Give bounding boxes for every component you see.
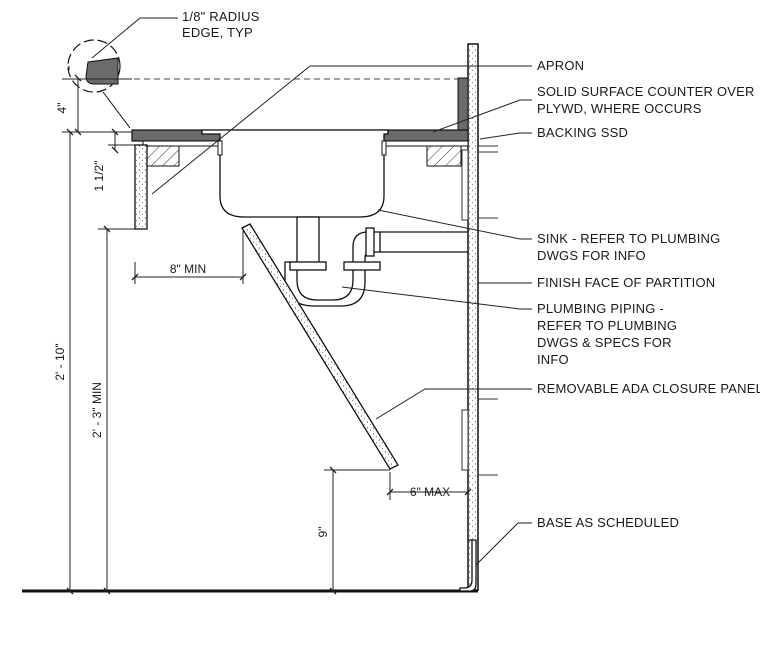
- backing-note: BACKING SSD: [537, 125, 628, 140]
- plumbing-piping: [284, 216, 468, 307]
- dim-overall-height: 2' - 10": [53, 343, 67, 380]
- dimension-lines: [62, 74, 472, 595]
- radius-note-line1: 1/8" RADIUS: [182, 9, 260, 24]
- base-cove: [459, 539, 477, 592]
- closure-note: REMOVABLE ADA CLOSURE PANEL: [537, 381, 760, 396]
- radius-note-line2: EDGE, TYP: [182, 25, 253, 40]
- sink-note-line2: DWGS FOR INFO: [537, 248, 646, 263]
- base-note: BASE AS SCHEDULED: [537, 515, 679, 530]
- apron-note: APRON: [537, 58, 584, 73]
- leader-lines: [91, 17, 532, 566]
- counter-blocking-front: [146, 145, 180, 167]
- partition-wall: [467, 43, 479, 591]
- dim-six-max: 6" MAX: [410, 485, 450, 499]
- dim-four-inch: 4": [55, 103, 69, 114]
- piping-note-line2: REFER TO PLUMBING: [537, 318, 677, 333]
- radius-detail-bubble: [67, 39, 121, 93]
- backing-blocking: [461, 145, 498, 476]
- counter-note-line2: PLYWD, WHERE OCCURS: [537, 101, 702, 116]
- piping-note-line1: PLUMBING PIPING -: [537, 301, 664, 316]
- sink-note-line1: SINK - REFER TO PLUMBING: [537, 231, 720, 246]
- finish-face-note: FINISH FACE OF PARTITION: [537, 275, 715, 290]
- apron: [134, 144, 148, 230]
- counter-blocking-rear: [426, 145, 462, 167]
- dim-one-half-inch: 1 1/2": [92, 161, 106, 192]
- sink-bowl: [201, 129, 389, 218]
- ada-closure-panel: [241, 223, 399, 470]
- dim-eight-min: 8" MIN: [170, 262, 206, 276]
- backsplash: [457, 77, 469, 137]
- piping-note-line3: DWGS & SPECS FOR: [537, 335, 672, 350]
- dim-nine-inch: 9": [316, 527, 330, 538]
- dim-knee-clearance: 2' - 3" MIN: [90, 382, 104, 438]
- piping-note-line4: INFO: [537, 352, 569, 367]
- counter-note-line1: SOLID SURFACE COUNTER OVER: [537, 84, 755, 99]
